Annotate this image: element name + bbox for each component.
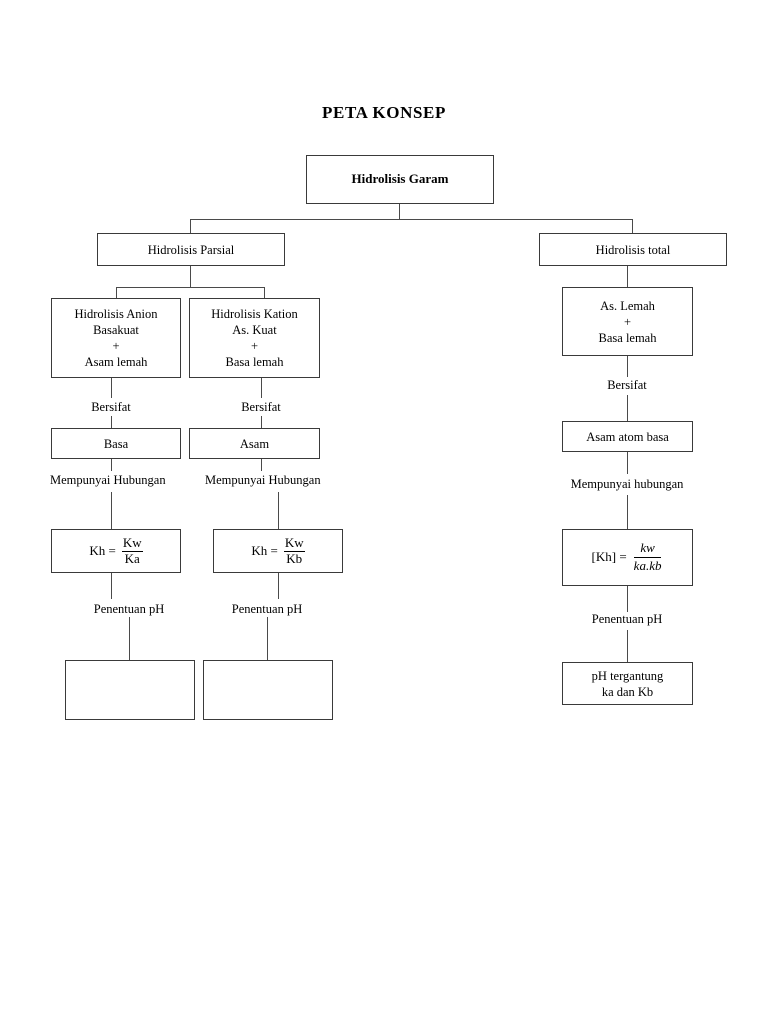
node-hidrolisis-kation[interactable]: Hidrolisis Kation As. Kuat + Basa lemah — [189, 298, 320, 378]
connector-kh-right-to-penentuan — [278, 573, 279, 599]
edge-label-bersifat-right: Bersifat — [241, 400, 281, 414]
node-hidrolisis-kation-line3: + — [250, 339, 259, 353]
connector-hubungan-to-kh-right — [278, 492, 279, 529]
node-ph-result[interactable]: pH tergantung ka dan Kb — [562, 662, 693, 705]
node-hidrolisis-total-label: Hidrolisis total — [595, 242, 671, 257]
node-asam-label: Asam — [239, 436, 270, 451]
node-total-pair-line2: + — [623, 314, 632, 329]
connector-asam-atom-to-hubungan — [627, 452, 628, 474]
kh-left-fraction: Kw Ka — [121, 534, 143, 566]
kh-right-denominator: Kb — [286, 550, 303, 566]
edge-label-penentuan-total: Penentuan pH — [591, 612, 663, 626]
ph-result-line2: ka dan Kb — [601, 684, 654, 699]
connector-bersifat-to-asam — [261, 416, 262, 428]
connector-asam-to-hubungan — [261, 459, 262, 471]
node-basa[interactable]: Basa — [51, 428, 181, 459]
node-asam-atom-basa[interactable]: Asam atom basa — [562, 421, 693, 452]
node-hidrolisis-parsial[interactable]: Hidrolisis Parsial — [97, 233, 285, 266]
connector-penentuan-to-ph-result — [627, 630, 628, 662]
kh-right-numerator: Kw — [283, 534, 305, 552]
connector-pair-to-bersifat — [627, 356, 628, 377]
node-asam-atom-basa-label: Asam atom basa — [586, 429, 669, 444]
node-hidrolisis-anion-line2: Basakuat — [93, 323, 139, 337]
connector-root-split-bar — [190, 219, 633, 220]
connector-bersifat-to-asam-atom — [627, 395, 628, 421]
kh-total-lhs: [Kh] = — [591, 549, 627, 565]
edge-label-hubungan-total: Mempunyai hubungan — [570, 477, 684, 491]
kh-left-numerator: Kw — [121, 534, 143, 552]
node-hidrolisis-anion-line3: + — [112, 339, 120, 353]
edge-label-hubungan-right: Mempunyai Hubungan — [205, 473, 321, 487]
node-hidrolisis-parsial-label: Hidrolisis Parsial — [147, 242, 235, 257]
node-hidrolisis-kation-line2: As. Kuat — [232, 323, 277, 337]
connector-penentuan-to-h — [267, 617, 268, 660]
kh-total-numerator: kw — [633, 540, 662, 558]
connector-root-down — [399, 204, 400, 219]
node-h-concentration[interactable]: [H+] =kw(a) — [203, 660, 333, 720]
connector-kation-to-bersifat — [261, 378, 262, 398]
connector-to-anion — [116, 287, 117, 298]
node-asam[interactable]: Asam — [189, 428, 320, 459]
connector-total-to-pair — [627, 266, 628, 287]
edge-label-bersifat-total: Bersifat — [607, 378, 647, 392]
kh-right-fraction: Kw Kb — [283, 534, 305, 566]
connector-partial-down — [190, 266, 191, 287]
node-basa-label: Basa — [103, 436, 129, 451]
kh-left-lhs: Kh = — [89, 542, 116, 558]
node-hidrolisis-anion-line4: Asam lemah — [84, 355, 148, 369]
connector-kh-total-to-penentuan — [627, 586, 628, 612]
connector-to-kation — [264, 287, 265, 298]
node-hidrolisis-total[interactable]: Hidrolisis total — [539, 233, 727, 266]
node-total-pair-line1: As. Lemah — [600, 298, 655, 313]
connector-basa-to-hubungan — [111, 459, 112, 471]
ph-result-line1: pH tergantung — [591, 668, 664, 683]
node-hidrolisis-kation-line4: Basa lemah — [225, 355, 284, 369]
node-kh-formula-total[interactable]: [Kh] = kw ka.kb — [562, 529, 693, 586]
connector-anion-to-bersifat — [111, 378, 112, 398]
connector-partial-split-bar — [116, 287, 265, 288]
connector-hubungan-to-kh-left — [111, 492, 112, 529]
node-hidrolisis-kation-line1: Hidrolisis Kation — [211, 307, 298, 321]
node-kh-formula-kb[interactable]: Kh = Kw Kb — [213, 529, 343, 573]
node-hidrolisis-garam-label: Hidrolisis Garam — [351, 171, 449, 187]
node-total-pair-line3: Basa lemah — [598, 330, 657, 345]
edge-label-penentuan-right: Penentuan pH — [231, 602, 303, 616]
connector-to-total — [632, 219, 633, 233]
node-hidrolisis-garam[interactable]: Hidrolisis Garam — [306, 155, 494, 204]
node-kh-formula-ka[interactable]: Kh = Kw Ka — [51, 529, 181, 573]
node-oh-concentration[interactable]: [OH] =kw(a) — [65, 660, 195, 720]
connector-kh-left-to-penentuan — [111, 573, 112, 599]
kh-total-denominator: ka.kb — [633, 558, 662, 573]
edge-label-bersifat-left: Bersifat — [91, 400, 131, 414]
kh-left-denominator: Ka — [124, 550, 140, 566]
node-hidrolisis-anion[interactable]: Hidrolisis Anion Basakuat + Asam lemah — [51, 298, 181, 378]
edge-label-hubungan-left: Mempunyai Hubungan — [50, 473, 166, 487]
connector-hubungan-to-kh-total — [627, 495, 628, 529]
connector-bersifat-to-basa — [111, 416, 112, 428]
edge-label-penentuan-left: Penentuan pH — [93, 602, 165, 616]
node-asam-lemah-basa-lemah[interactable]: As. Lemah + Basa lemah — [562, 287, 693, 356]
kh-total-fraction: kw ka.kb — [633, 540, 662, 574]
connector-to-partial — [190, 219, 191, 233]
connector-penentuan-to-oh — [129, 617, 130, 660]
page-title: PETA KONSEP — [322, 103, 446, 122]
node-hidrolisis-anion-line1: Hidrolisis Anion — [74, 307, 158, 321]
kh-right-lhs: Kh = — [251, 542, 278, 558]
